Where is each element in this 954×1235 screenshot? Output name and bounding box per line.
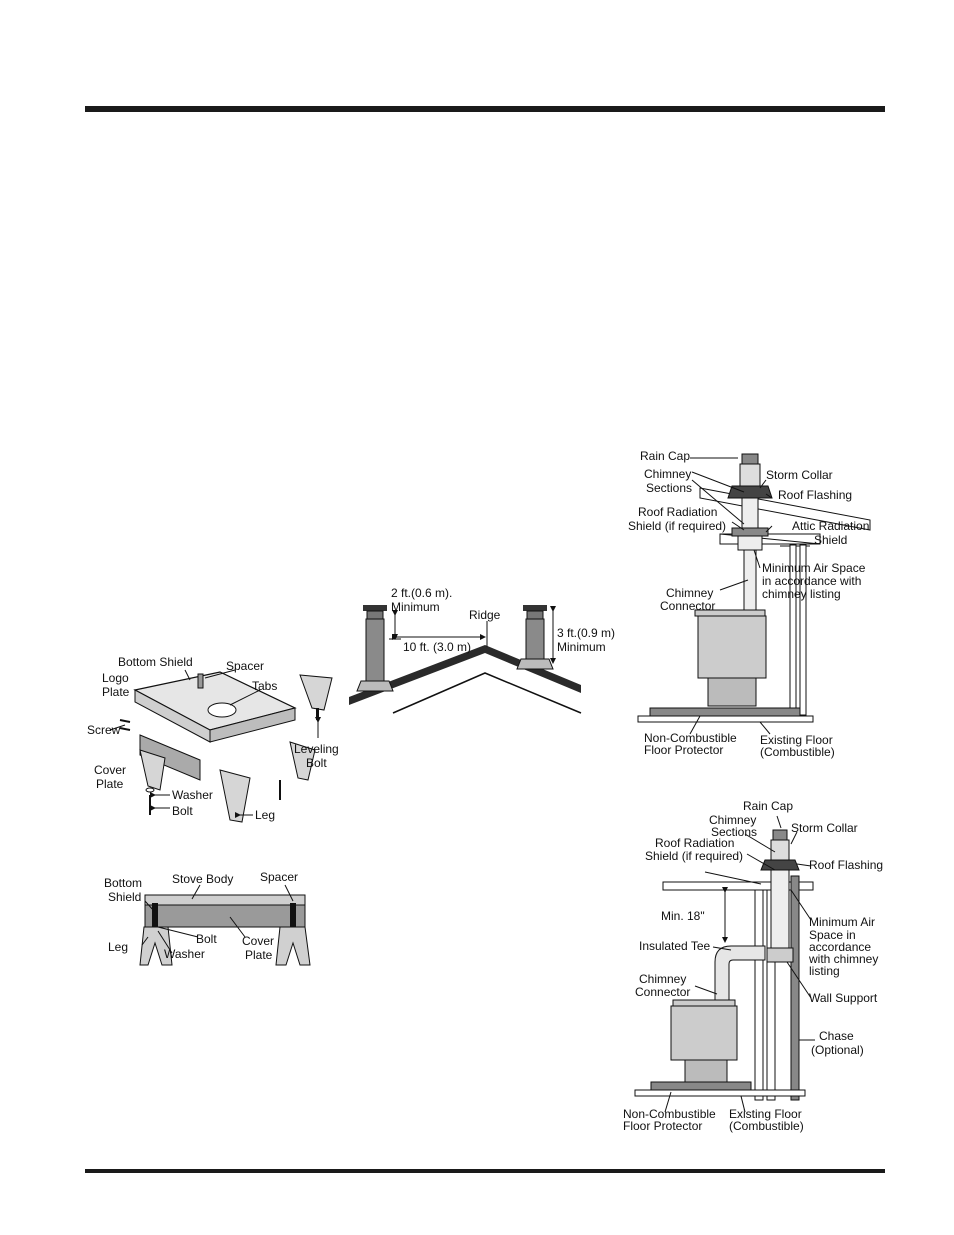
- label-leveling-bolt-1: Leveling: [294, 742, 339, 756]
- label-min-air-space-2: in accordance with: [762, 574, 861, 588]
- label-chimney-connector-2: Connector: [660, 599, 715, 613]
- label-washer: Washer: [164, 947, 205, 961]
- label-screw: Screw: [87, 723, 121, 737]
- leg-section-figure: Bottom Shield Stove Body Spacer Leg Bolt…: [104, 870, 311, 966]
- roof-clearance-figure: 2 ft.(0.6 m). Minimum Ridge 10 ft. (3.0 …: [349, 586, 615, 714]
- label-floor-protector-2: Floor Protector: [623, 1119, 702, 1133]
- wall-install-figure: Rain Cap Chimney Sections Storm Collar R…: [623, 799, 883, 1133]
- label-min-18: Min. 18": [661, 909, 705, 923]
- label-floor-protector-1: Non-Combustible: [644, 731, 737, 745]
- label-min-air-space-5: listing: [809, 964, 840, 978]
- label-bottom-shield-1: Bottom: [104, 876, 142, 890]
- label-bolt: Bolt: [196, 932, 217, 946]
- label-leveling-bolt-2: Bolt: [306, 756, 327, 770]
- label-cover-plate-1: Cover: [242, 934, 274, 948]
- label-min-air-space-2: Space in: [809, 928, 856, 942]
- label-ten-ft: 10 ft. (3.0 m): [403, 640, 471, 654]
- label-min-air-space-3: accordance: [809, 940, 871, 954]
- label-roof-radiation-shield-2: Shield (if required): [645, 849, 743, 863]
- label-cover-plate-1: Cover: [94, 763, 126, 777]
- label-cover-plate-2: Plate: [96, 777, 124, 791]
- label-three-ft-2: Minimum: [557, 640, 606, 654]
- label-min-air-space-1: Minimum Air Space: [762, 561, 866, 575]
- label-roof-flashing: Roof Flashing: [809, 858, 883, 872]
- ceiling-install-figure: Rain Cap Chimney Sections Storm Collar R…: [628, 449, 871, 759]
- label-rain-cap: Rain Cap: [743, 799, 793, 813]
- label-spacer: Spacer: [260, 870, 298, 884]
- label-chimney-connector-1: Chimney: [666, 586, 713, 600]
- footer-rule: [85, 1169, 885, 1173]
- header-rule: [85, 106, 885, 112]
- label-existing-floor-2: (Combustible): [729, 1119, 804, 1133]
- label-attic-radiation-shield-2: Shield: [814, 533, 847, 547]
- label-logo-plate-1: Logo: [102, 671, 129, 685]
- label-chimney-sections-1: Chimney: [709, 813, 756, 827]
- label-storm-collar: Storm Collar: [791, 821, 858, 835]
- label-chase-2: (Optional): [811, 1043, 864, 1057]
- label-bottom-shield-2: Shield: [108, 890, 141, 904]
- label-chimney-sections-2: Sections: [711, 825, 757, 839]
- leg-assembly-figure: Bottom Shield Spacer Logo Plate Tabs Scr…: [87, 655, 339, 823]
- label-chase-1: Chase: [819, 1029, 854, 1043]
- label-chimney-connector-2: Connector: [635, 985, 690, 999]
- label-wall-support: Wall Support: [809, 991, 878, 1005]
- label-tabs: Tabs: [252, 679, 277, 693]
- label-insulated-tee: Insulated Tee: [639, 939, 710, 953]
- label-existing-floor-1: Existing Floor: [729, 1107, 802, 1121]
- label-rain-cap: Rain Cap: [640, 449, 690, 463]
- label-spacer: Spacer: [226, 659, 264, 673]
- label-min-air-space-4: with chimney: [808, 952, 878, 966]
- label-chimney-sections-1: Chimney: [644, 467, 691, 481]
- label-leg: Leg: [255, 808, 275, 822]
- label-storm-collar: Storm Collar: [766, 468, 833, 482]
- label-three-ft-1: 3 ft.(0.9 m): [557, 626, 615, 640]
- label-washer: Washer: [172, 788, 213, 802]
- label-min-air-space-1: Minimum Air: [809, 915, 875, 929]
- label-ridge: Ridge: [469, 608, 501, 622]
- label-leg: Leg: [108, 940, 128, 954]
- label-existing-floor-2: (Combustible): [760, 745, 835, 759]
- label-existing-floor-1: Existing Floor: [760, 733, 833, 747]
- label-bottom-shield: Bottom Shield: [118, 655, 193, 669]
- label-two-ft-2: Minimum: [391, 600, 440, 614]
- label-logo-plate-2: Plate: [102, 685, 130, 699]
- label-min-air-space-3: chimney listing: [762, 587, 841, 601]
- label-chimney-sections-2: Sections: [646, 481, 692, 495]
- label-chimney-connector-1: Chimney: [639, 972, 686, 986]
- label-floor-protector-2: Floor Protector: [644, 743, 723, 757]
- label-two-ft-1: 2 ft.(0.6 m).: [391, 586, 452, 600]
- label-floor-protector-1: Non-Combustible: [623, 1107, 716, 1121]
- label-roof-flashing: Roof Flashing: [778, 488, 852, 502]
- label-stove-body: Stove Body: [172, 872, 233, 886]
- label-attic-radiation-shield-1: Attic Radiation: [792, 519, 869, 533]
- label-roof-radiation-shield-1: Roof Radiation: [638, 505, 717, 519]
- label-roof-radiation-shield-1: Roof Radiation: [655, 836, 734, 850]
- label-cover-plate-2: Plate: [245, 948, 273, 962]
- label-roof-radiation-shield-2: Shield (if required): [628, 519, 726, 533]
- label-bolt: Bolt: [172, 804, 193, 818]
